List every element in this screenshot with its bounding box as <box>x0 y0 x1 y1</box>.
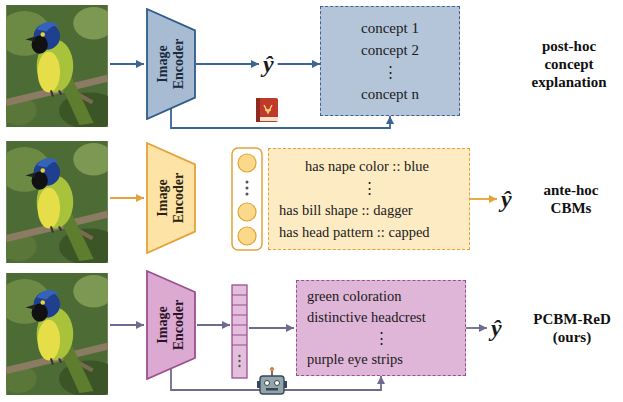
bird-photo <box>0 141 120 265</box>
encoder-block: Image Encoder <box>146 270 196 380</box>
prediction-output: ŷ <box>487 314 506 342</box>
output-symbol: ŷ <box>489 314 504 342</box>
dictionary-icon <box>256 98 278 122</box>
prediction-output: ŷ <box>497 185 516 213</box>
concept-text: concept 1 <box>361 17 419 39</box>
prediction-output: ŷ <box>259 50 278 78</box>
encoder-trapezoid <box>147 143 195 253</box>
encoder-label: Image Encoder <box>155 165 187 231</box>
feature-vector <box>232 285 247 378</box>
encoder-trapezoid <box>147 271 195 379</box>
concept-text: concept n <box>361 83 419 105</box>
output-symbol: ŷ <box>261 50 276 78</box>
encoder-trapezoid <box>147 9 195 119</box>
connector-arrow <box>466 327 487 329</box>
feature-arrow <box>197 324 230 326</box>
concept-text: has nape color :: blue <box>305 155 429 177</box>
row-label: PCBM-ReD (ours) <box>528 310 616 346</box>
encoder-label: Image Encoder <box>155 292 187 358</box>
projection-arrow <box>249 327 294 329</box>
concept-text: ⋮ <box>374 328 389 349</box>
concept-text: ⋮ <box>362 177 377 199</box>
concept-box: green colorationdistinctive headcrest⋮pu… <box>296 280 466 376</box>
concept-text: ⋮ <box>383 61 398 83</box>
concept-text: distinctive headcrest <box>307 307 426 328</box>
llm-robot-icon <box>257 367 287 394</box>
bird-photo <box>0 273 120 397</box>
concept-box: concept 1concept 2⋮concept n <box>320 6 460 116</box>
concept-text: concept 2 <box>361 39 419 61</box>
concept-text: green coloration <box>307 286 402 307</box>
concept-text: purple eye strips <box>307 349 403 370</box>
row-label: post-hoc concept explanation <box>520 37 618 91</box>
concept-neurons <box>232 148 262 250</box>
input-arrow <box>110 324 144 326</box>
bird-photo <box>0 5 120 129</box>
concept-text: has head pattern :: capped <box>279 221 430 243</box>
input-arrow <box>110 63 144 65</box>
encoder-block: Image Encoder <box>146 142 196 254</box>
output-symbol: ŷ <box>499 185 514 213</box>
concept-text: has bill shape :: dagger <box>279 199 413 221</box>
input-arrow <box>110 197 144 199</box>
concept-box: has nape color :: blue⋮has bill shape ::… <box>268 148 470 250</box>
encoder-block: Image Encoder <box>146 8 196 120</box>
row-label: ante-hoc CBMs <box>526 181 616 217</box>
connector-arrow <box>470 198 497 200</box>
encoder-label: Image Encoder <box>155 31 187 97</box>
connector-arrow <box>196 63 259 65</box>
connector-arrow <box>278 63 320 65</box>
